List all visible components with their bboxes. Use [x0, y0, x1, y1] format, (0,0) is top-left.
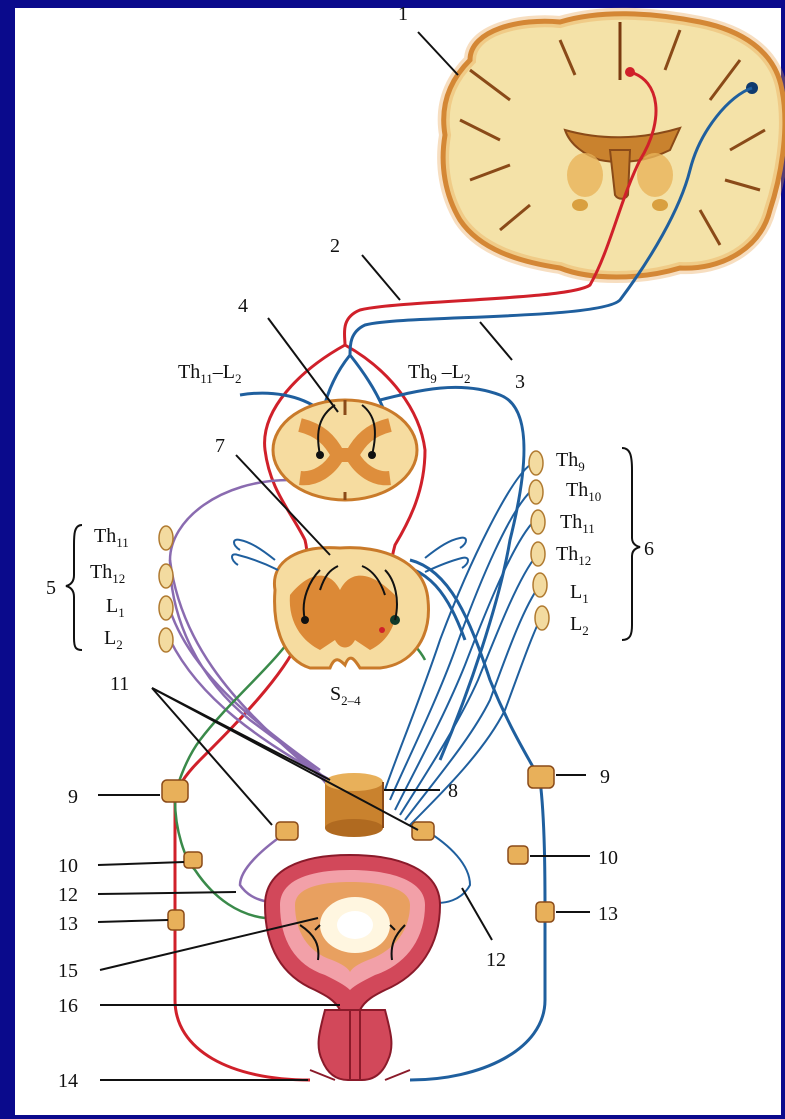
label-3: 3: [515, 371, 525, 393]
label-1: 1: [398, 3, 408, 25]
label-10-right: 10: [598, 847, 618, 869]
segment-label-th11-l2: Th11–L2: [178, 361, 241, 386]
label-8: 8: [448, 780, 458, 802]
ganglion-8: [325, 773, 383, 837]
label-16: 16: [58, 995, 78, 1017]
right-chain-fibers: [385, 465, 542, 903]
label-12-right: 12: [486, 949, 506, 971]
right-group-label-th11: Th11: [560, 511, 595, 536]
label-12-left: 12: [58, 884, 78, 906]
right-bracket: [622, 448, 640, 640]
sympathetic-fibers: [170, 480, 336, 902]
left-bracket: [66, 525, 82, 650]
left-group-label-th11: Th11: [94, 525, 129, 550]
label-9-left: 9: [68, 786, 78, 808]
spinal-cord-upper: [273, 400, 417, 500]
left-group-label-l1: L1: [106, 595, 125, 620]
right-group-label-th10: Th10: [566, 479, 601, 504]
left-chain-ganglia: [159, 526, 173, 652]
label-7: 7: [215, 435, 225, 457]
right-chain-ganglia: [529, 451, 549, 630]
label-2: 2: [330, 235, 340, 257]
spinal-cord-sacral: [232, 538, 468, 668]
bladder: [265, 855, 440, 1080]
brain-section: [443, 14, 785, 277]
label-13-right: 13: [598, 903, 618, 925]
segment-label-th9-l2: Th9 –L2: [408, 361, 470, 386]
segment-label-s2-4: S2–4: [330, 683, 361, 708]
right-group-label-l1: L1: [570, 581, 589, 606]
right-group-labels: Th9 Th10 Th11 Th12 L1 L2: [556, 449, 601, 638]
right-group-label-l2: L2: [570, 613, 589, 638]
left-group-labels: Th11 Th12 L1 L2: [90, 525, 129, 652]
label-10-left: 10: [58, 855, 78, 877]
label-11: 11: [110, 673, 129, 695]
label-14: 14: [58, 1070, 78, 1092]
right-group-label-th9: Th9: [556, 449, 585, 474]
right-group-label-th12: Th12: [556, 543, 591, 568]
label-13-left: 13: [58, 913, 78, 935]
label-6: 6: [644, 538, 654, 560]
label-4: 4: [238, 295, 248, 317]
label-15: 15: [58, 960, 78, 982]
left-group-label-l2: L2: [104, 627, 123, 652]
label-9-right: 9: [600, 766, 610, 788]
left-group-label-th12: Th12: [90, 561, 125, 586]
label-5: 5: [46, 577, 56, 599]
